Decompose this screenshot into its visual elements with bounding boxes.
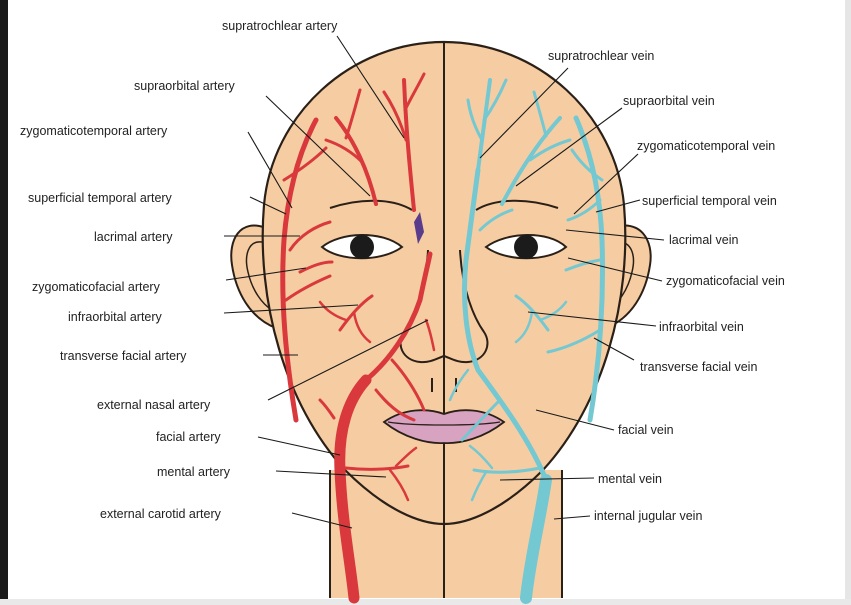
label-supraorbital-artery: supraorbital artery xyxy=(134,79,235,93)
label-lacrimal-artery: lacrimal artery xyxy=(94,230,173,244)
label-superficial-temporal-vein: superficial temporal vein xyxy=(642,194,777,208)
label-transverse-facial-artery: transverse facial artery xyxy=(60,349,187,363)
right-iris xyxy=(514,235,538,259)
label-infraorbital-artery: infraorbital artery xyxy=(68,310,163,324)
label-transverse-facial-vein: transverse facial vein xyxy=(640,360,757,374)
label-superficial-temporal-artery: superficial temporal artery xyxy=(28,191,173,205)
label-external-carotid-artery: external carotid artery xyxy=(100,507,222,521)
label-facial-vein: facial vein xyxy=(618,423,674,437)
label-supratrochlear-vein: supratrochlear vein xyxy=(548,49,654,63)
label-supratrochlear-artery: supratrochlear artery xyxy=(222,19,338,33)
label-zygomaticotemporal-vein: zygomaticotemporal vein xyxy=(637,139,775,153)
label-mental-artery: mental artery xyxy=(157,465,231,479)
label-zygomaticotemporal-artery: zygomaticotemporal artery xyxy=(20,124,168,138)
label-external-nasal-artery: external nasal artery xyxy=(97,398,211,412)
label-zygomaticofacial-vein: zygomaticofacial vein xyxy=(666,274,785,288)
label-mental-vein: mental vein xyxy=(598,472,662,486)
label-infraorbital-vein: infraorbital vein xyxy=(659,320,744,334)
label-supraorbital-vein: supraorbital vein xyxy=(623,94,715,108)
label-zygomaticofacial-artery: zygomaticofacial artery xyxy=(32,280,161,294)
left-iris xyxy=(350,235,374,259)
label-internal-jugular-vein: internal jugular vein xyxy=(594,509,702,523)
label-lacrimal-vein: lacrimal vein xyxy=(669,233,739,247)
label-facial-artery: facial artery xyxy=(156,430,221,444)
